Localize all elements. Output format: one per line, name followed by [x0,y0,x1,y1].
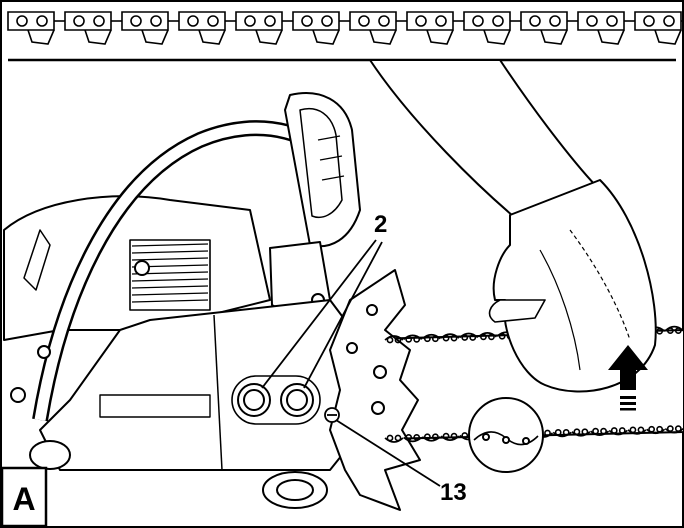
chain-link [552,428,572,438]
chain-link [646,425,666,435]
chain-link [235,11,293,45]
chain-link [440,432,460,441]
callout-label-2: 2 [374,211,387,238]
chain-link [627,426,647,435]
chain-link [403,334,423,343]
chain-link [403,433,423,443]
chain-link [571,428,591,437]
chain-link [384,434,404,443]
chain-link [608,427,628,436]
chain-link [634,11,684,45]
chain-link [664,425,684,434]
chain-link [477,332,497,341]
detail-magnifier [468,397,544,473]
chain-link [178,11,236,45]
chain-link [440,333,460,342]
chain-link [590,427,610,436]
chain-link [349,11,407,45]
leader-lines [261,239,441,487]
chain-link [421,333,441,343]
panel-label-box [0,466,48,528]
bar-nuts [231,375,321,425]
saw-body [3,92,371,509]
panel-label: A [12,481,35,517]
tensioner-screw [324,407,340,423]
chain-link [7,11,65,45]
chain-link [121,11,179,45]
chain-link [463,11,521,45]
callout-label-13: 13 [440,479,467,506]
chain-link [64,11,122,45]
chain-link [520,11,578,45]
chain-link [577,11,635,45]
gloved-hand [369,59,657,393]
chain-link [384,335,404,344]
chain-strip-top [7,11,684,45]
chain-link [664,325,684,335]
chain-link [421,433,441,442]
chain-link [406,11,464,45]
chain-link [292,11,350,45]
chain-link [459,332,479,341]
arrow-up-icon [608,345,648,411]
